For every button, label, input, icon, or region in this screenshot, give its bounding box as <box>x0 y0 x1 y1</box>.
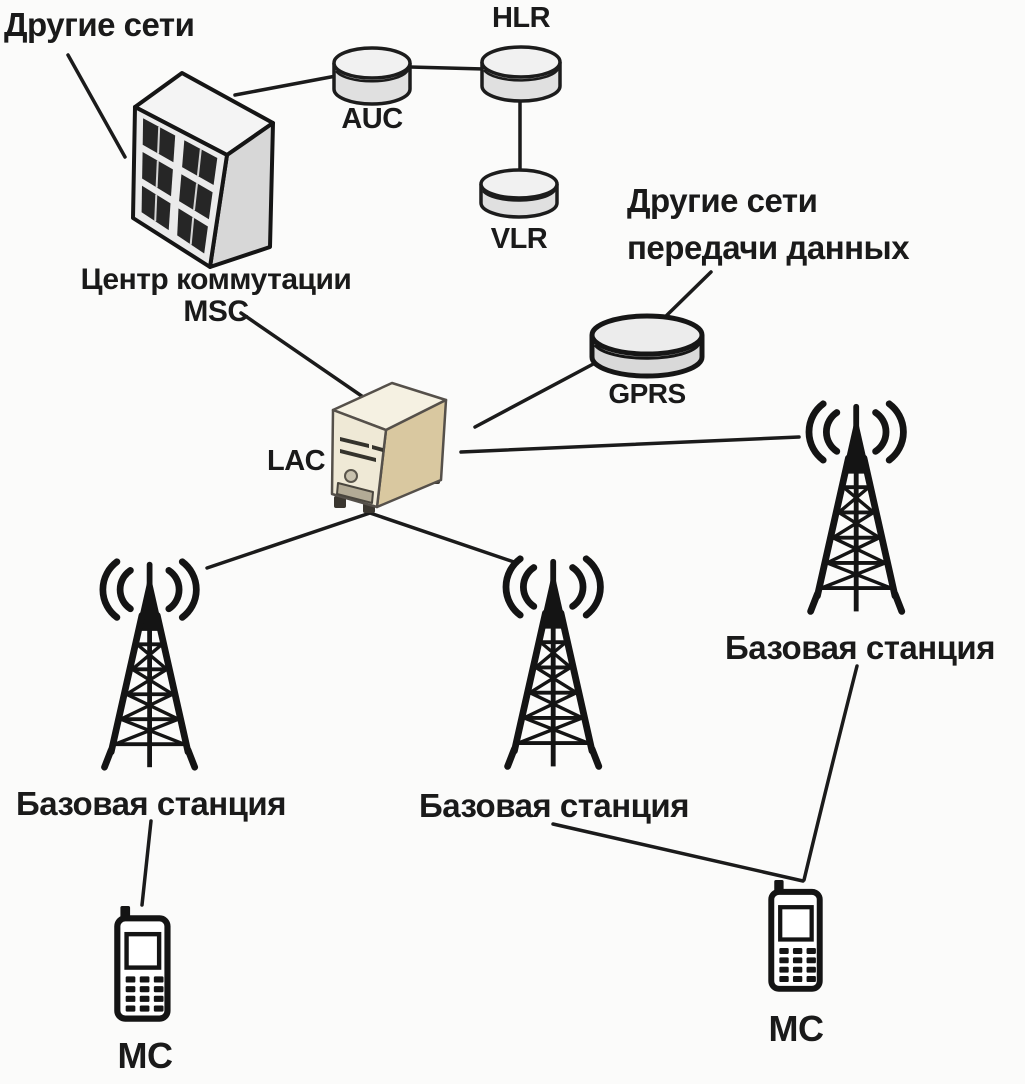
msc-label-line1: Центр коммутации <box>80 263 352 296</box>
edge-othernets-msc <box>66 53 127 159</box>
edge-bs3-mc2 <box>802 664 859 882</box>
mobile-station-2-label: МС <box>768 1008 825 1049</box>
switch-cabinet-icon <box>131 71 275 269</box>
other-data-networks-line1: Другие сети <box>627 182 818 219</box>
mobile-phone-icon <box>117 906 167 1019</box>
base-station-3-label: Базовая станция <box>725 629 995 666</box>
edge-lac-bs3 <box>459 435 801 454</box>
msc-label-line2: MSC <box>183 295 249 328</box>
vlr-database-disk-icon <box>479 168 559 219</box>
vlr-label: VLR <box>490 223 548 255</box>
lac-label: LAC <box>267 445 326 477</box>
mobile-station-1-label: МС <box>117 1035 174 1076</box>
auc-label: AUC <box>341 103 403 135</box>
edge-lac-gprs <box>473 360 599 429</box>
hlr-label: HLR <box>491 2 551 34</box>
other-data-networks-label: Другие сети передачи данных <box>627 177 910 271</box>
base-station-2-label: Базовая станция <box>419 787 689 824</box>
edge-msc-auc <box>233 74 338 97</box>
cell-tower-icon <box>809 404 903 612</box>
msc-label: Центр коммутации MSC <box>70 264 362 328</box>
base-station-1-label: Базовая станция <box>16 785 286 822</box>
edge-bs2-mc2 <box>551 822 805 883</box>
edge-msc-lac <box>239 311 368 401</box>
cell-tower-icon <box>506 559 600 767</box>
auc-database-disk-icon <box>332 46 412 106</box>
edge-auc-hlr <box>408 65 486 71</box>
edge-lac-bs1-bs2 <box>205 511 516 570</box>
hlr-database-disk-icon <box>480 45 562 103</box>
edge-bs1-mc1 <box>140 819 153 907</box>
other-networks-label: Другие сети <box>4 6 195 43</box>
other-data-networks-line2: передачи данных <box>627 229 910 266</box>
lac-server-tower-icon <box>330 381 448 513</box>
edge-odn-gprs <box>662 270 713 320</box>
mobile-phone-icon <box>771 880 819 989</box>
cell-tower-icon <box>103 562 196 767</box>
gprs-label: GPRS <box>608 378 686 409</box>
gprs-database-disk-icon <box>589 313 705 379</box>
